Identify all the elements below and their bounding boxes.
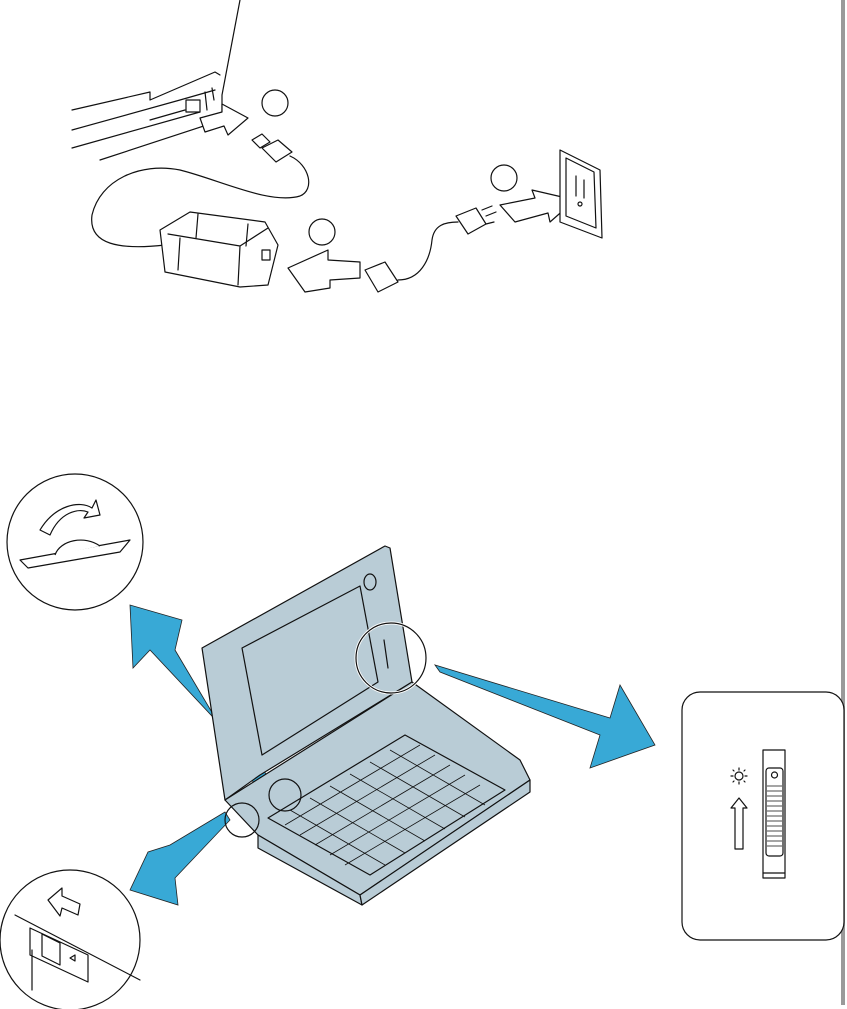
keyboard	[267, 734, 506, 876]
callout-arrow-brightness	[433, 664, 656, 769]
sun-icon	[730, 767, 748, 785]
ac-cord-plug-icon	[364, 205, 497, 293]
step-marker-2	[308, 218, 336, 246]
step-marker-1	[261, 89, 289, 117]
latch-ring	[268, 778, 302, 812]
page-edge-bar	[841, 0, 845, 1005]
brightness-slider-panel	[681, 691, 845, 941]
laptop-screen	[241, 585, 379, 756]
laptop-rear-corner	[71, 0, 241, 161]
up-arrow-icon	[730, 797, 748, 850]
power-connection-figure	[71, 0, 603, 293]
laptop-figure	[129, 545, 656, 906]
slider-wheel	[765, 767, 784, 857]
wall-outlet-icon	[559, 149, 603, 239]
dc-plug-icon	[91, 133, 310, 248]
callout-arrow-power-switch	[129, 811, 231, 906]
slide-arrow-icon	[47, 887, 81, 917]
power-switch-ring	[224, 802, 260, 838]
rotate-arrow-icon	[39, 499, 101, 536]
power-switch-detail	[0, 869, 141, 1009]
step-marker-3	[490, 164, 518, 192]
latch-detail	[6, 473, 144, 611]
insert-arrow-1	[199, 103, 249, 136]
insert-arrow-2	[287, 249, 361, 293]
ac-adapter-icon	[159, 211, 279, 288]
